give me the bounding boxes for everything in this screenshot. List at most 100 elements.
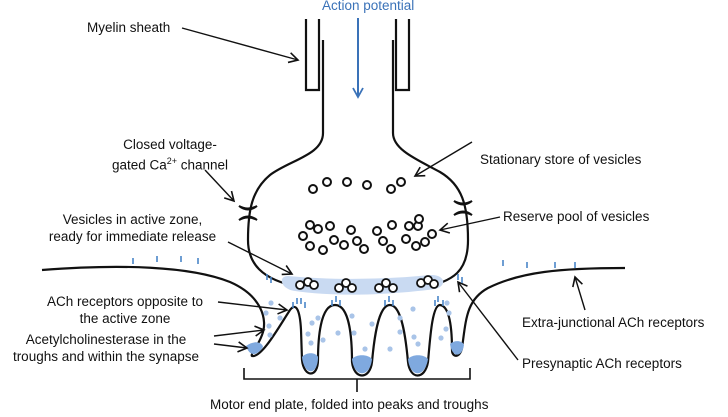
enzyme-dot: [362, 346, 368, 352]
vesicle: [359, 244, 369, 254]
ach-receptors: [132, 256, 576, 308]
active-zone: [281, 274, 444, 295]
vesicle: [308, 184, 318, 194]
vesicle-active-zone: [347, 283, 357, 293]
label-active-zone-line2: ready for immediate release: [48, 229, 217, 244]
enzyme-dot: [277, 315, 283, 321]
vesicle: [325, 221, 335, 231]
text-fragment: gated Ca: [111, 157, 167, 173]
vesicle: [305, 241, 315, 251]
vesicle: [305, 220, 315, 230]
label-ache-line1: Acetylcholinesterase in the: [25, 332, 187, 347]
enzyme-dot: [320, 337, 326, 343]
enzyme-dot: [351, 330, 357, 336]
stationary-pointer: [413, 141, 473, 177]
label-ach-opposite: ACh receptors opposite to the active zon…: [30, 293, 220, 327]
label-active-zone-line1: Vesicles in active zone,: [62, 212, 203, 227]
vesicle: [401, 234, 411, 244]
enzyme-dot: [268, 300, 274, 306]
vesicle-active-zone: [341, 278, 351, 288]
enzyme-dot: [305, 331, 311, 337]
label-active-zone: Vesicles in active zone, ready for immed…: [30, 211, 235, 245]
enzyme-dot: [263, 310, 269, 316]
vesicle-active-zone: [388, 283, 398, 293]
vesicle: [427, 229, 437, 239]
vesicle: [386, 184, 396, 194]
vesicle: [339, 240, 349, 250]
label-ach-opposite-line1: ACh receptors opposite to: [46, 294, 204, 309]
label-stationary-store: Stationary store of vesicles: [480, 152, 642, 167]
myelin-sheath-left: [304, 19, 321, 92]
myelin-sheath-right: [394, 19, 411, 92]
enzyme-dot: [349, 313, 355, 319]
label-ach-opposite-line2: the active zone: [79, 311, 171, 326]
label-reserve-pool: Reserve pool of vesicles: [503, 209, 650, 224]
vesicle-active-zone: [309, 280, 319, 290]
vesicle: [387, 220, 397, 230]
vesicle: [411, 241, 421, 251]
enzyme-dot: [335, 330, 341, 336]
vesicle: [313, 224, 323, 234]
enzyme-dot: [415, 341, 421, 347]
vesicle: [352, 236, 362, 246]
end-plate-bracket: [243, 368, 471, 392]
ache-pointer-1: [213, 325, 266, 337]
label-closed-channel-line1: Closed voltage-: [123, 137, 217, 152]
label-extra-junctional: Extra-junctional ACh receptors: [522, 315, 705, 330]
trough-fill: [450, 341, 464, 355]
trough-fill: [408, 355, 428, 374]
vesicle: [414, 214, 424, 224]
reserve-pointer: [438, 216, 501, 234]
enzyme-dot: [308, 340, 314, 346]
label-acetylcholinesterase: Acetylcholinesterase in the troughs and …: [0, 331, 212, 365]
label-closed-channel: Closed voltage- gated Ca2+ channel: [95, 136, 245, 174]
enzyme-dot: [397, 315, 403, 321]
label-motor-end-plate: Motor end plate, folded into peaks and t…: [210, 397, 489, 412]
trough-fill: [302, 353, 318, 372]
vesicle-active-zone: [429, 279, 439, 289]
enzyme-dot: [410, 306, 416, 312]
enzyme-dot: [267, 332, 273, 338]
vesicle: [404, 221, 414, 231]
vesicle-active-zone: [374, 283, 384, 293]
vesicle: [372, 226, 382, 236]
ca-channel-right: [453, 200, 473, 216]
enzyme-dot: [309, 320, 315, 326]
ca-channel-pointer: [204, 169, 236, 203]
label-myelin-sheath: Myelin sheath: [87, 20, 171, 35]
enzyme-dot: [438, 335, 444, 341]
vesicle: [342, 177, 352, 187]
myelin-pointer: [181, 27, 300, 64]
enzyme-dot: [446, 310, 452, 316]
enzyme-dot: [266, 323, 272, 329]
vesicle: [322, 177, 332, 187]
vesicle: [298, 231, 308, 241]
ach-opposite-pointer: [217, 301, 289, 315]
label-presynaptic: Presynaptic ACh receptors: [522, 356, 682, 371]
text-fragment: channel: [177, 157, 229, 173]
vesicle: [362, 180, 372, 190]
enzyme-dot: [387, 346, 393, 352]
presynaptic-pointer: [456, 280, 519, 361]
enzyme-dot: [444, 300, 450, 306]
label-ache-line2: troughs and within the synapse: [12, 349, 200, 364]
enzyme-dot: [411, 334, 417, 340]
vesicle-active-zone: [381, 278, 391, 288]
vesicle: [386, 244, 396, 254]
vesicles: [295, 177, 439, 293]
enzyme-dot: [315, 315, 321, 321]
vesicle: [420, 237, 430, 247]
vesicle: [346, 225, 356, 235]
trough-fill: [352, 355, 372, 374]
superscript: 2+: [166, 156, 177, 166]
active-zone-pointer: [227, 241, 294, 276]
label-action-potential: Action potential: [322, 0, 415, 13]
acetylcholinesterase-dots: [263, 300, 452, 352]
ca-channel-left: [238, 205, 258, 221]
enzyme-dot: [369, 321, 375, 327]
vesicle: [329, 235, 339, 245]
label-closed-channel-line2: gated Ca2+ channel: [95, 153, 245, 174]
vesicle: [378, 236, 388, 246]
vesicle: [318, 245, 328, 255]
